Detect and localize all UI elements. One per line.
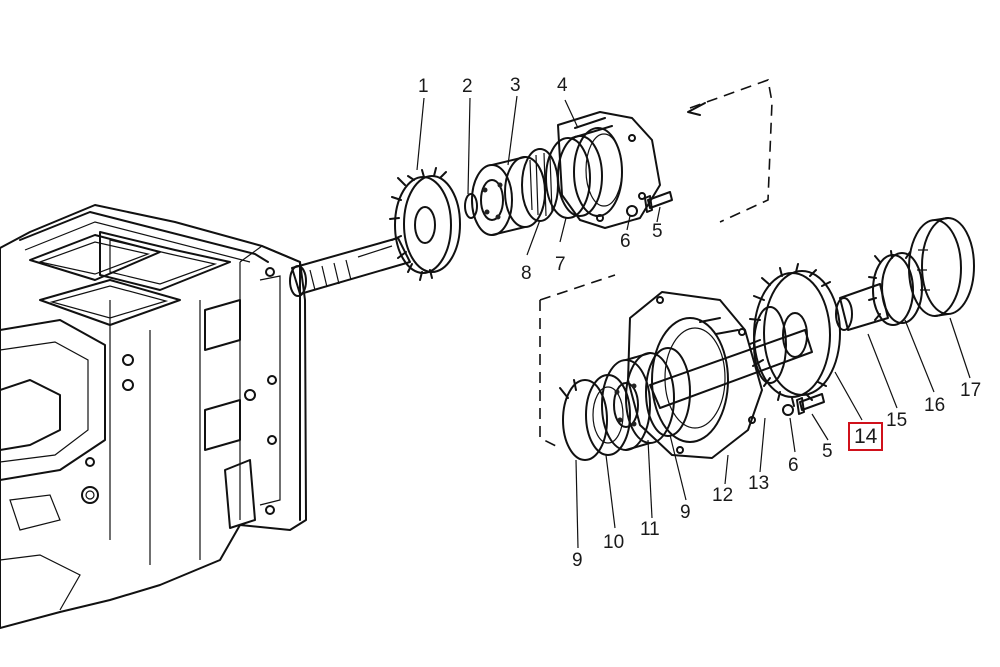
- gear-13: [749, 263, 841, 407]
- callout-4: 4: [557, 75, 568, 96]
- callout-17: 17: [960, 380, 982, 401]
- callout-11: 11: [640, 519, 660, 540]
- callout-9-lower: 9: [680, 502, 691, 523]
- gear-16: [868, 250, 923, 326]
- ring-2: [464, 193, 478, 219]
- callout-9-lower-left: 9: [572, 550, 583, 571]
- callout-6-lower: 6: [788, 455, 799, 476]
- ring-10: [585, 374, 631, 456]
- callout-2: 2: [462, 76, 473, 97]
- assembly-guide-upper: [689, 78, 773, 223]
- cover-4: [557, 111, 661, 229]
- callout-15: 15: [886, 410, 908, 431]
- callout-10: 10: [603, 532, 625, 553]
- bolt-5-lower: [796, 393, 825, 415]
- hub-17: [908, 217, 975, 317]
- bolt-5-upper: [644, 191, 673, 213]
- callout-5-lower: 5: [822, 441, 833, 462]
- snap-ring-9: [559, 379, 608, 461]
- input-shaft: [289, 237, 411, 297]
- callout-8: 8: [521, 263, 532, 284]
- housing-12: [627, 291, 763, 459]
- bearing-3: [471, 156, 546, 236]
- washer-6-upper: [626, 205, 638, 217]
- leader-lines: [416, 95, 971, 549]
- shaft-15: [835, 283, 889, 331]
- assembly-guide-lower: [539, 274, 616, 449]
- gear-1: [389, 167, 461, 281]
- bearing-11: [601, 352, 675, 451]
- callout-14-highlighted: 14: [848, 422, 884, 451]
- washer-6-lower: [782, 404, 794, 416]
- callout-3: 3: [510, 75, 521, 96]
- callout-12: 12: [712, 485, 734, 506]
- callout-6-upper: 6: [620, 231, 631, 252]
- arrow-guide: [687, 102, 706, 116]
- callout-13: 13: [748, 473, 770, 494]
- bushing-8: [521, 148, 559, 222]
- callout-16: 16: [924, 395, 946, 416]
- callout-1: 1: [418, 76, 429, 97]
- callout-5-upper: 5: [652, 221, 663, 242]
- gearbox-housing: [0, 204, 307, 629]
- ring-9b: [645, 347, 691, 437]
- callout-7: 7: [555, 254, 566, 275]
